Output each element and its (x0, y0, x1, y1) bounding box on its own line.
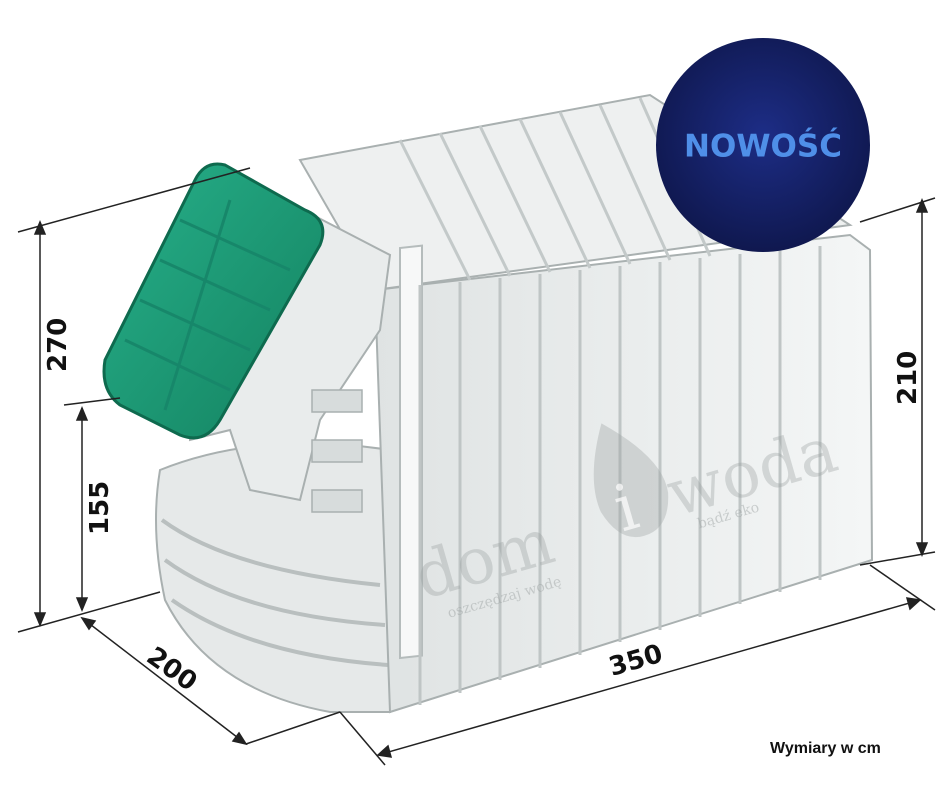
dim-inlet-height: 155 (85, 481, 115, 535)
water-drop-icon (593, 423, 669, 538)
new-badge-label: NOWOŚĆ (684, 128, 842, 165)
units-note: Wymiary w cm (770, 740, 881, 757)
tank-lid (102, 162, 325, 440)
tank-ribs (399, 244, 423, 660)
dim-length: 350 (606, 639, 666, 683)
dim-total-height: 270 (43, 318, 73, 372)
dim-width: 200 (141, 641, 203, 697)
dim-body-height: 210 (893, 351, 923, 405)
new-badge: NOWOŚĆ (656, 38, 870, 252)
dimension-lines (17, 167, 936, 766)
